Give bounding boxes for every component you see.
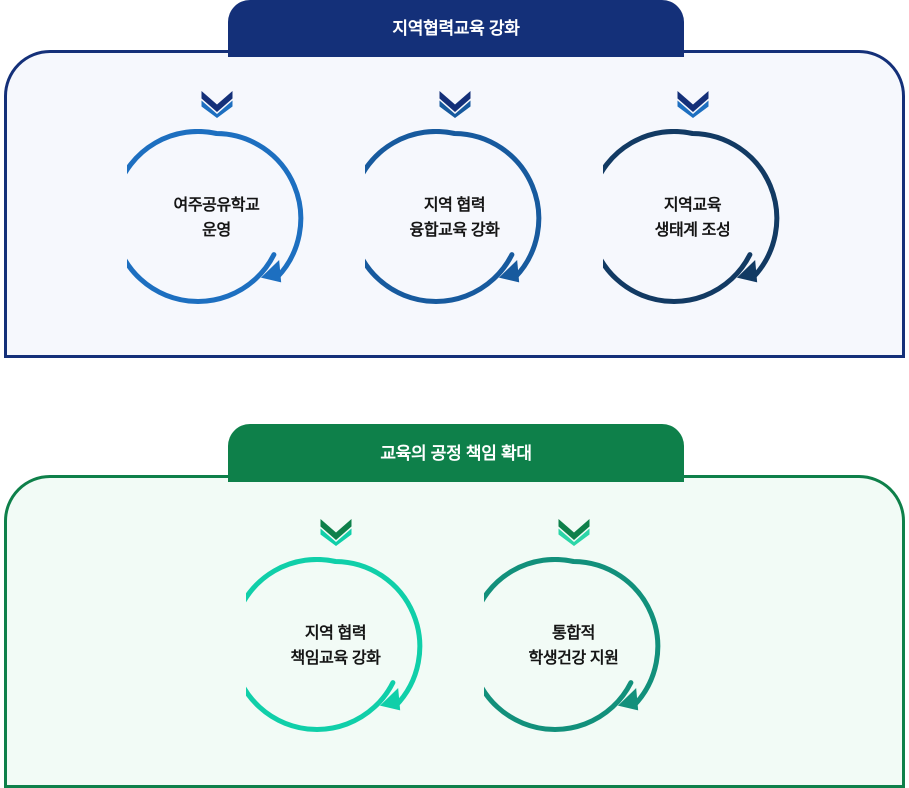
- double-chevron-down-icon: [677, 91, 708, 118]
- double-chevron-down-icon: [320, 519, 351, 546]
- node-group-navy: 여주공유학교 운영 지역 협력: [0, 88, 909, 308]
- cycle-arrow-icon: [603, 129, 780, 304]
- double-chevron-down-icon: [558, 519, 589, 546]
- cycle-circle: 통합적 학생건강 지원: [484, 557, 663, 736]
- cycle-circle: 지역교육 생태계 조성: [603, 129, 782, 308]
- section-header-label-navy: 지역협력교육 강화: [392, 19, 520, 38]
- section-header-tab-navy: 지역협력교육 강화: [228, 0, 684, 57]
- cycle-arrow-icon: [127, 129, 304, 304]
- cycle-arrow-icon: [484, 557, 661, 732]
- section-community-cooperation: 지역협력교육 강화 여주공유학교 운영: [0, 0, 909, 358]
- double-chevron-down-icon: [201, 91, 232, 118]
- node-regional-education-ecosystem[interactable]: 지역교육 생태계 조성: [603, 88, 782, 308]
- cycle-arrow-icon: [365, 129, 542, 304]
- section-fair-responsibility: 교육의 공정 책임 확대: [0, 424, 909, 788]
- section-panel-navy: [4, 50, 905, 358]
- cycle-circle: 여주공유학교 운영: [127, 129, 306, 308]
- node-regional-responsibility-education[interactable]: 지역 협력 책임교육 강화: [246, 516, 425, 736]
- node-regional-convergence-education[interactable]: 지역 협력 융합교육 강화: [365, 88, 544, 308]
- cycle-arrow-icon: [246, 557, 423, 732]
- node-integrated-student-health-support[interactable]: 통합적 학생건강 지원: [484, 516, 663, 736]
- node-group-green: 지역 협력 책임교육 강화 통합적 학생건강 지원: [0, 516, 909, 736]
- double-chevron-down-icon: [439, 91, 470, 118]
- cycle-circle: 지역 협력 책임교육 강화: [246, 557, 425, 736]
- section-header-tab-green: 교육의 공정 책임 확대: [228, 424, 684, 482]
- node-yeoju-sharing-school[interactable]: 여주공유학교 운영: [127, 88, 306, 308]
- section-header-label-green: 교육의 공정 책임 확대: [380, 443, 532, 463]
- cycle-circle: 지역 협력 융합교육 강화: [365, 129, 544, 308]
